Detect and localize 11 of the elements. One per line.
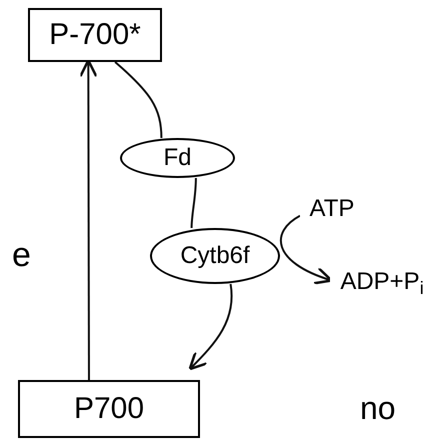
node-text: Fd (163, 146, 192, 170)
node-text: ADP+P$_{i}$ (340, 270, 424, 294)
node-text: Cytb6f (180, 244, 250, 268)
node-text: ATP (310, 197, 354, 221)
process-box (18, 380, 200, 438)
node-text: P-700* (49, 20, 141, 50)
note-text: e (12, 238, 31, 272)
process-box (28, 8, 162, 62)
node-text: P700 (74, 394, 144, 424)
note-text: no (360, 392, 396, 424)
arrow (188, 284, 233, 370)
